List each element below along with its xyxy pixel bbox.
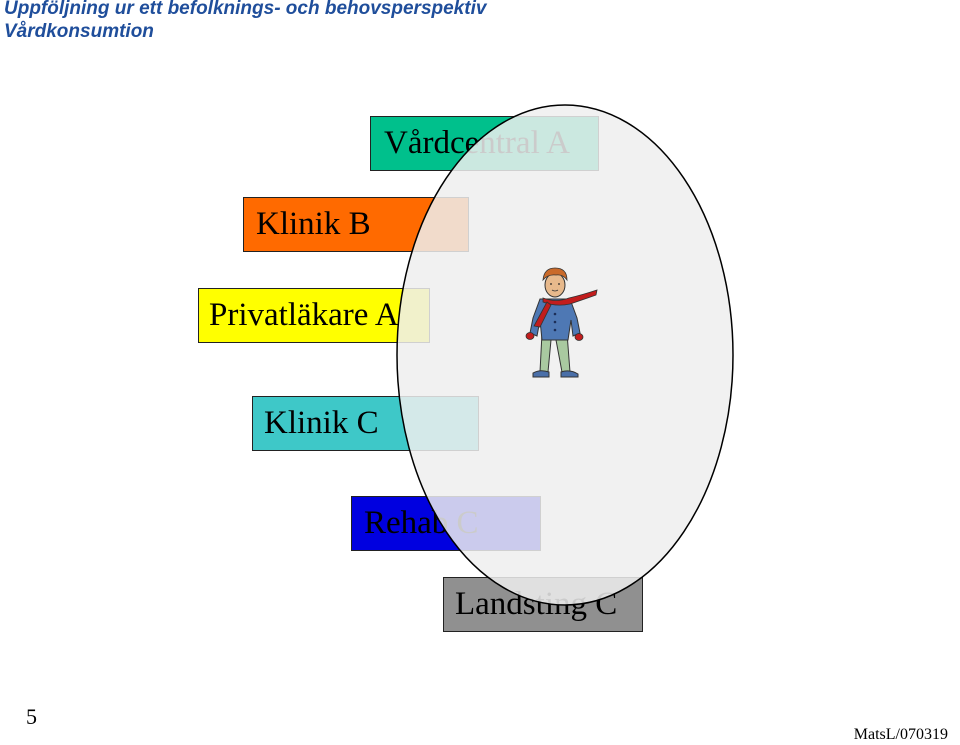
box-rehab-c: Rehab C (351, 496, 541, 551)
patient-figure-icon (525, 267, 598, 378)
slide-title: Uppföljning ur ett befolknings- och beho… (4, 0, 487, 19)
slide-subtitle: Vårdkonsumtion (4, 21, 154, 42)
box-landsting-c: Landsting C (443, 577, 643, 632)
footer-credit: MatsL/070319 (853, 726, 948, 743)
box-klinik-b: Klinik B (243, 197, 469, 252)
page-number: 5 (26, 704, 37, 729)
box-privatlakare-a: Privatläkare A (198, 288, 430, 343)
box-vardcentral-a: Vårdcentral A (370, 116, 599, 171)
box-klinik-c: Klinik C (252, 396, 479, 451)
